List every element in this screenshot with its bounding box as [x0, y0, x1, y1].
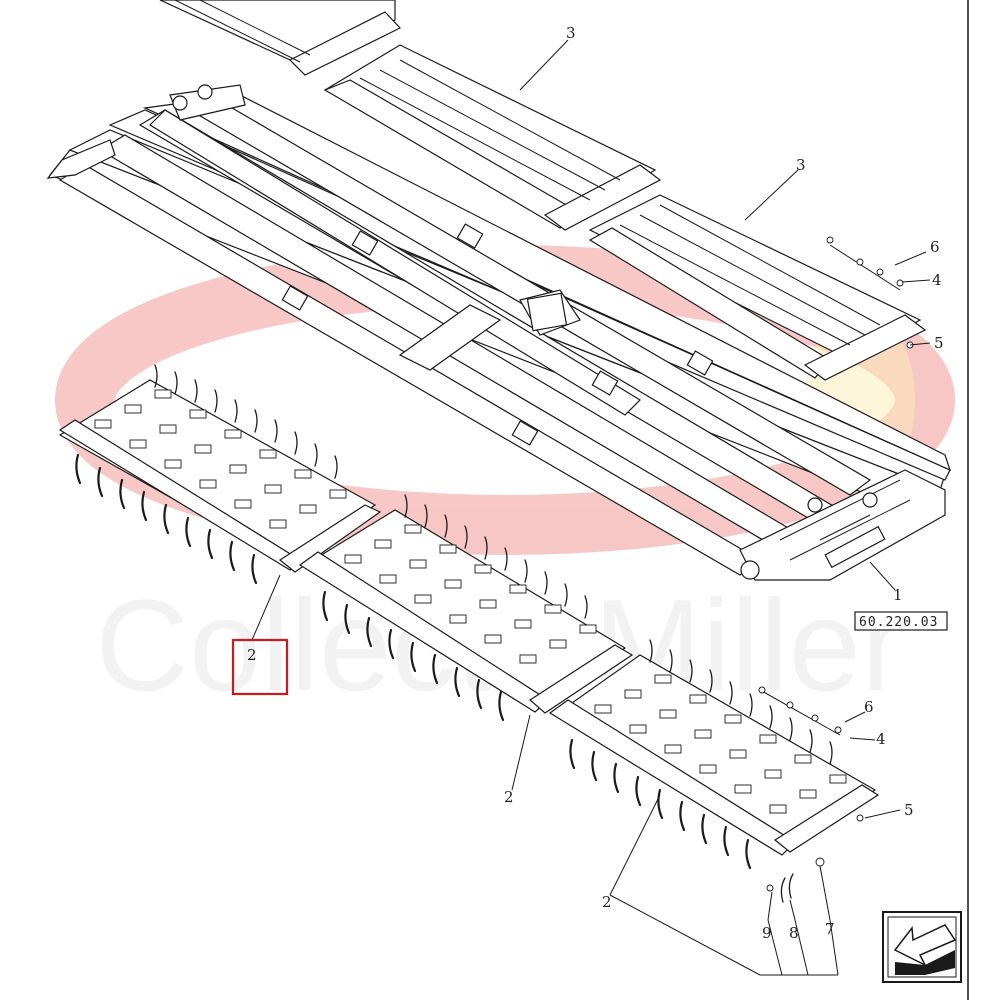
callout-5-top[interactable]: 5 [934, 334, 944, 352]
callout-3-right[interactable]: 3 [796, 156, 806, 174]
pickup-section-right [548, 639, 880, 903]
callouts: 3 3 6 4 5 1 2 2 2 6 4 5 9 8 7 [247, 24, 944, 942]
callout-2-middle[interactable]: 2 [504, 788, 514, 806]
main-conveyor-frame [46, 84, 952, 581]
callout-2-left[interactable]: 2 [247, 646, 257, 664]
callout-7[interactable]: 7 [825, 920, 835, 938]
callout-5-bottom[interactable]: 5 [904, 801, 914, 819]
callout-4-top[interactable]: 4 [932, 271, 942, 289]
callout-9[interactable]: 9 [762, 924, 772, 942]
belt-section-top-middle [323, 44, 662, 231]
pickup-section-middle [298, 494, 634, 722]
callout-8[interactable]: 8 [789, 924, 799, 942]
callout-1[interactable]: 1 [893, 586, 903, 604]
belt-section-top-left [159, 0, 401, 76]
arrow-back-icon[interactable] [882, 911, 962, 983]
belt-section-top-right [588, 194, 927, 381]
callout-2-right[interactable]: 2 [602, 893, 612, 911]
pickup-section-left [58, 364, 382, 585]
reference-code-box: 60.220.03 [854, 611, 948, 631]
callout-3-top[interactable]: 3 [566, 24, 576, 42]
leader-lines [251, 39, 931, 976]
callout-6-bottom[interactable]: 6 [864, 698, 874, 716]
callout-6-top[interactable]: 6 [930, 238, 940, 256]
callout-4-bottom[interactable]: 4 [876, 730, 886, 748]
reference-code: 60.220.03 [859, 615, 938, 630]
highlight-box [231, 638, 289, 696]
